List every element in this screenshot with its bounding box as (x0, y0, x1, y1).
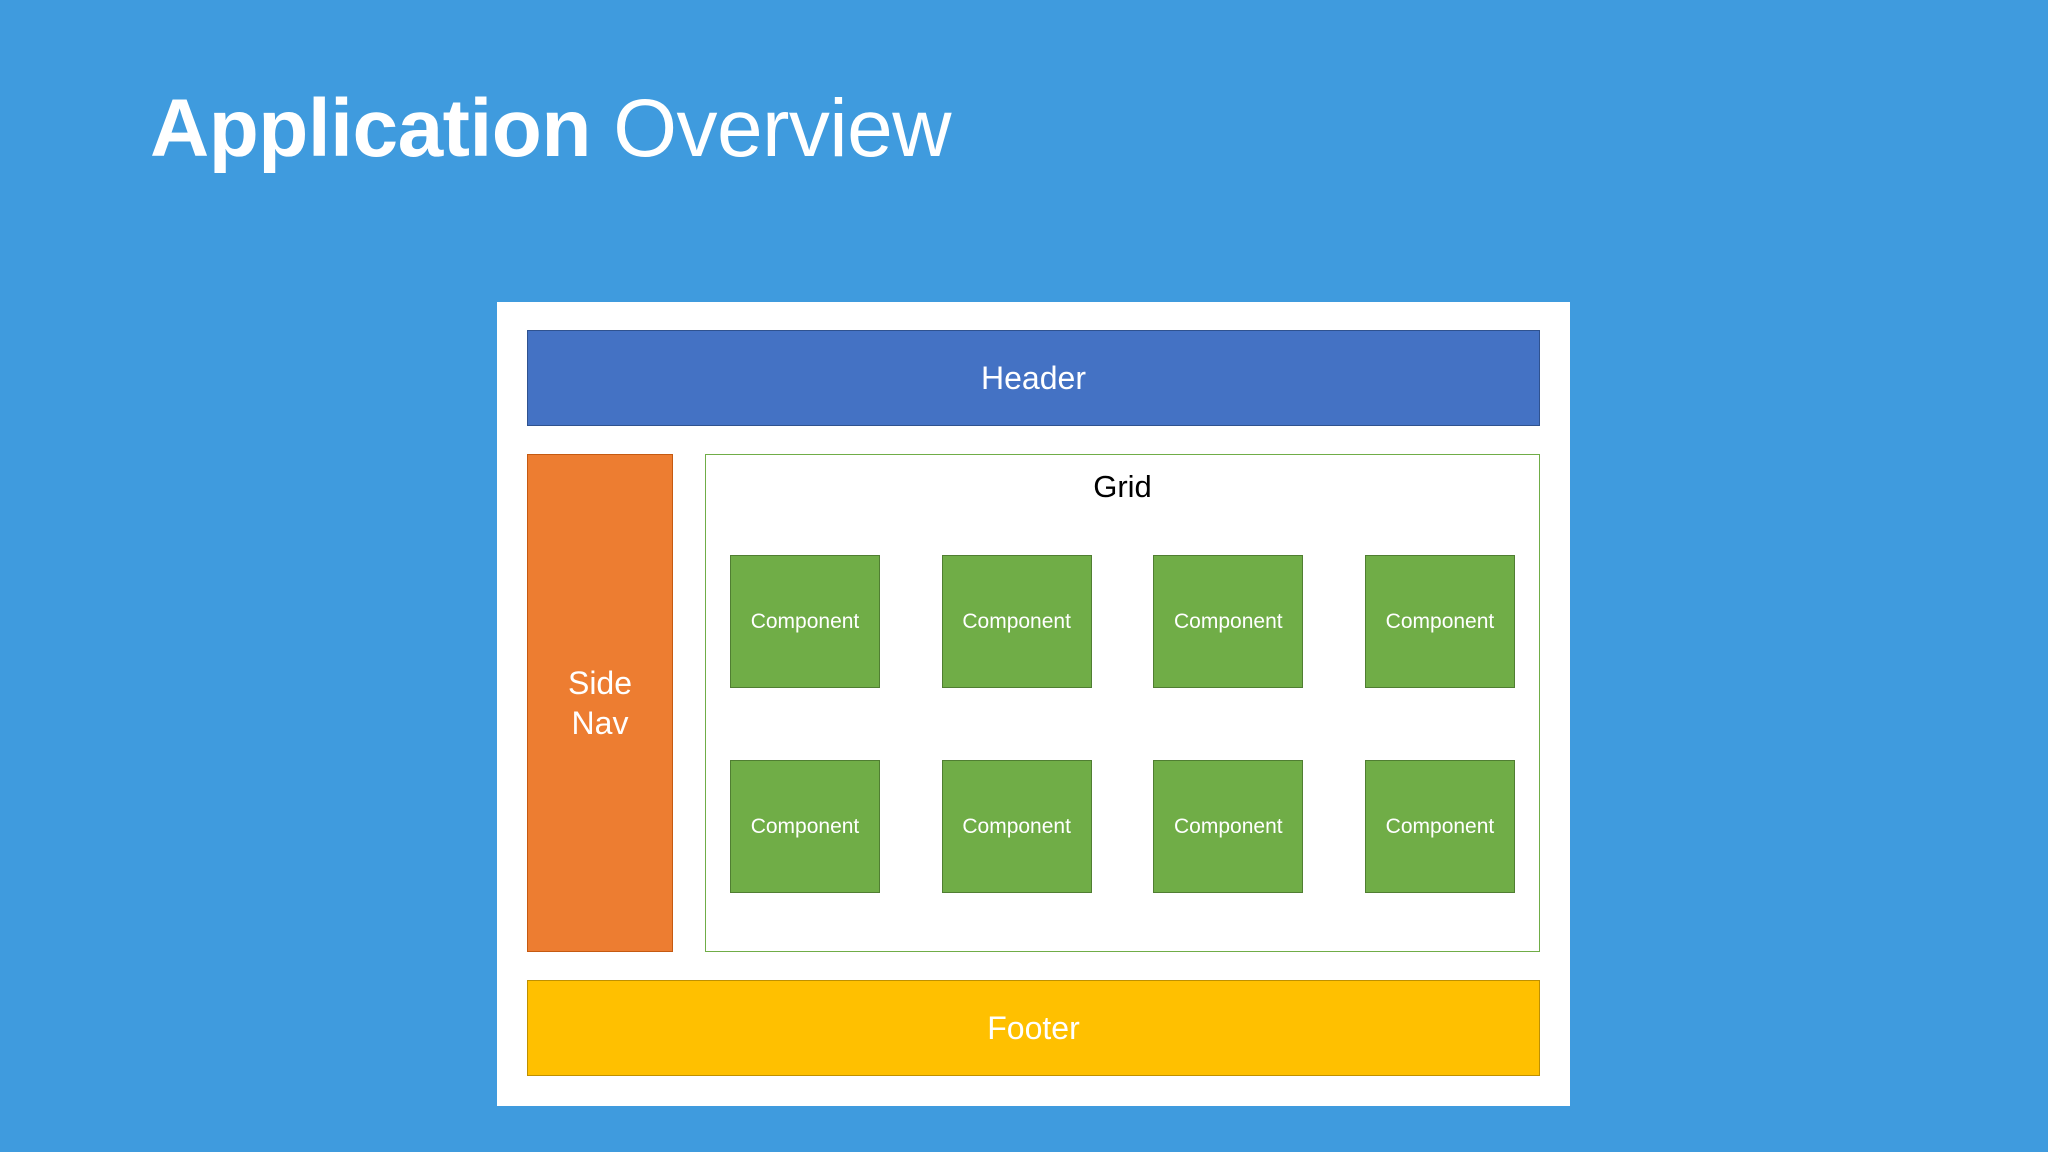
mock-component-label: Component (750, 814, 860, 838)
application-mock-card: Header Side Nav Grid Component Component (497, 302, 1570, 1106)
mock-component-label: Component (962, 814, 1071, 838)
mock-header-label: Header (981, 359, 1086, 396)
page-title-light: Overview (590, 83, 951, 174)
mock-component-label: Component (962, 609, 1071, 633)
mock-component-label: Component (1385, 814, 1495, 838)
mock-component-box: Component (941, 555, 1092, 688)
mock-component-box: Component (730, 760, 880, 893)
page-title: Application Overview (150, 88, 951, 170)
mock-side-nav-label: Side Nav (567, 665, 633, 741)
mock-component-label: Component (1385, 609, 1495, 633)
mock-grid-panel: Grid Component Component Component Compo… (705, 454, 1540, 952)
mock-component-box: Component (1364, 555, 1515, 688)
mock-component-label: Component (1174, 814, 1283, 838)
mock-footer-band: Footer (527, 980, 1540, 1076)
mock-footer-label: Footer (987, 1009, 1080, 1046)
mock-component-box: Component (1153, 555, 1304, 688)
mock-component-box: Component (730, 555, 880, 688)
mock-grid-row: Component Component Component Component (730, 760, 1515, 893)
mock-grid-title: Grid (1093, 469, 1152, 504)
mock-component-label: Component (750, 609, 860, 633)
mock-side-nav: Side Nav (527, 454, 673, 952)
mock-grid-rows: Component Component Component Component (730, 519, 1515, 929)
mock-component-box: Component (1364, 760, 1515, 893)
mock-component-box: Component (1153, 760, 1304, 893)
mock-middle-row: Side Nav Grid Component Component Compon… (527, 454, 1540, 952)
mock-component-label: Component (1174, 609, 1283, 633)
mock-grid-row: Component Component Component Component (730, 555, 1515, 688)
mock-header-band: Header (527, 330, 1540, 426)
page-title-strong: Application (150, 83, 591, 174)
mock-component-box: Component (941, 760, 1092, 893)
